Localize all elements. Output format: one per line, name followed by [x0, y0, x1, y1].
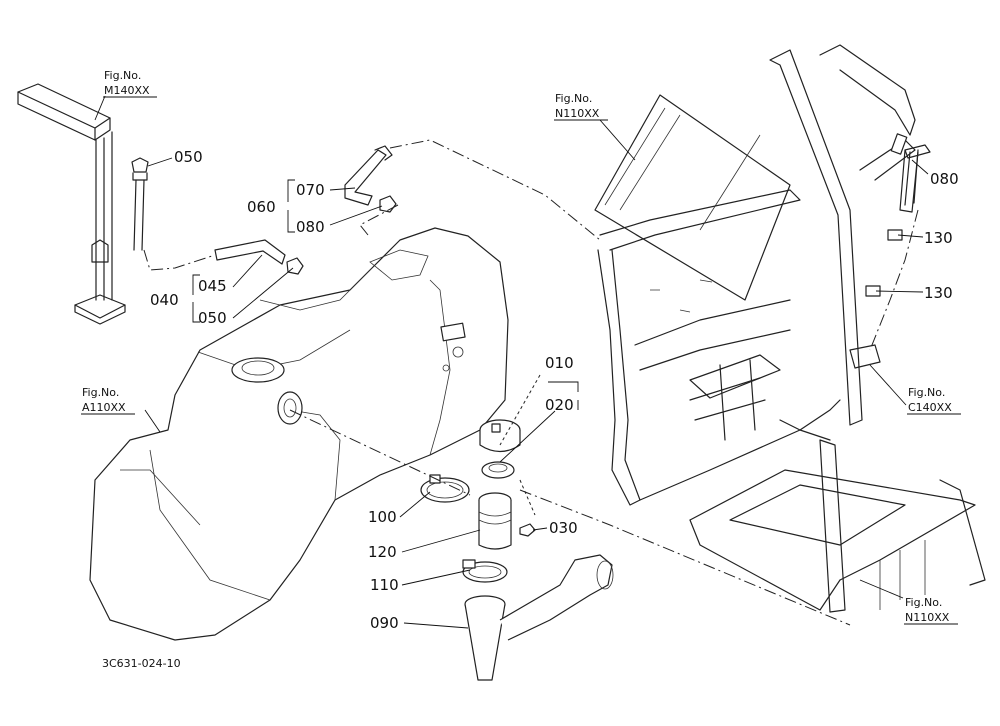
callout-130-lower: 130: [924, 284, 953, 302]
fig-ref-n110-top-code: N110XX: [555, 107, 600, 120]
callout-100: 100: [368, 508, 397, 526]
hose-080-right: [899, 149, 919, 213]
hose-clamp-100: [420, 474, 470, 503]
fig-ref-m140-label: Fig.No.: [104, 69, 141, 82]
callout-080-left: 080: [296, 218, 325, 236]
callout-070: 070: [296, 181, 325, 199]
bracket-060: [287, 179, 295, 233]
fig-ref-n110-bottom-code: N110XX: [905, 611, 950, 624]
fig-ref-n110-bottom-label: Fig.No.: [905, 596, 942, 609]
filler-neck-120: [478, 492, 512, 550]
fig-ref-a110-label: Fig.No.: [82, 386, 119, 399]
bracket-010-020: [548, 381, 579, 410]
callout-120: 120: [368, 543, 397, 561]
callout-020: 020: [545, 396, 574, 414]
screw-030: [519, 523, 536, 537]
fig-ref-m140-code: M140XX: [104, 84, 150, 97]
callout-045: 045: [198, 277, 227, 295]
fig-ref-n110-top: Fig.No. N110XX: [554, 92, 608, 121]
fig-ref-a110-code: A110XX: [82, 401, 126, 414]
callout-110: 110: [370, 576, 399, 594]
callout-030: 030: [549, 519, 578, 537]
callout-060: 060: [247, 198, 276, 216]
callout-010: 010: [545, 354, 574, 372]
lower-platform: [689, 419, 986, 613]
clamp-080-upper: [379, 195, 397, 213]
fig-ref-c140: Fig.No. C140XX: [907, 386, 961, 415]
hose-070: [344, 145, 393, 206]
cap-gasket-020: [481, 461, 515, 479]
callout-080-right: 080: [930, 170, 959, 188]
filler-hose-090: [464, 554, 614, 681]
fig-ref-n110-bottom: Fig.No. N110XX: [904, 596, 958, 625]
hose-clamp-110: [462, 559, 508, 583]
fig-ref-n110-top-label: Fig.No.: [555, 92, 592, 105]
fig-ref-a110: Fig.No. A110XX: [81, 386, 135, 415]
callout-050-lower: 050: [198, 309, 227, 327]
fuel-tank: [89, 227, 509, 641]
routing-lines: [143, 139, 919, 626]
callout-130-upper: 130: [924, 229, 953, 247]
filler-cap-010: [479, 419, 521, 453]
fig-ref-c140-code: C140XX: [908, 401, 952, 414]
fig-ref-c140-label: Fig.No.: [908, 386, 945, 399]
callout-090: 090: [370, 614, 399, 632]
hose-045: [214, 239, 304, 275]
callout-040: 040: [150, 291, 179, 309]
frame-bracket-left: [17, 83, 126, 325]
drawing-id: 3C631-024-10: [102, 657, 181, 670]
hose-050-upper: [131, 157, 149, 251]
leader-lines: [94, 95, 929, 629]
callout-050-upper: 050: [174, 148, 203, 166]
fig-ref-m140: Fig.No. M140XX: [103, 69, 157, 98]
cab-frame: [594, 44, 931, 506]
bracket-040: [192, 274, 200, 323]
